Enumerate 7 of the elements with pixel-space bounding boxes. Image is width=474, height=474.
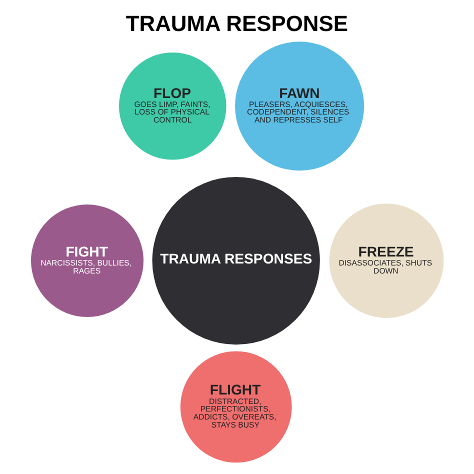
node-circle: FLIGHT DISTRACTED, PERFECTIONISTS, ADDICTS, OVEREATS, STAYS BUSY bbox=[180, 351, 292, 463]
node-circle: FIGHT NARCISSISTS, BULLIES, RAGES bbox=[30, 204, 144, 318]
node-circle: FREEZE DISASSOCIATES, SHUTS DOWN bbox=[328, 204, 444, 318]
node-circle: FLOP GOES LIMP, FAINTS, LOSS OF PHYSICAL CONTROL bbox=[118, 52, 226, 160]
diagram-title: TRAUMA RESPONSE bbox=[125, 11, 348, 36]
node-circle: TRAUMA RESPONSES bbox=[152, 176, 320, 345]
node-circle: FAWN PLEASERS, ACQUIESCES, CODEPENDENT, SILENCES AND REPRESSES SELF bbox=[234, 42, 364, 171]
